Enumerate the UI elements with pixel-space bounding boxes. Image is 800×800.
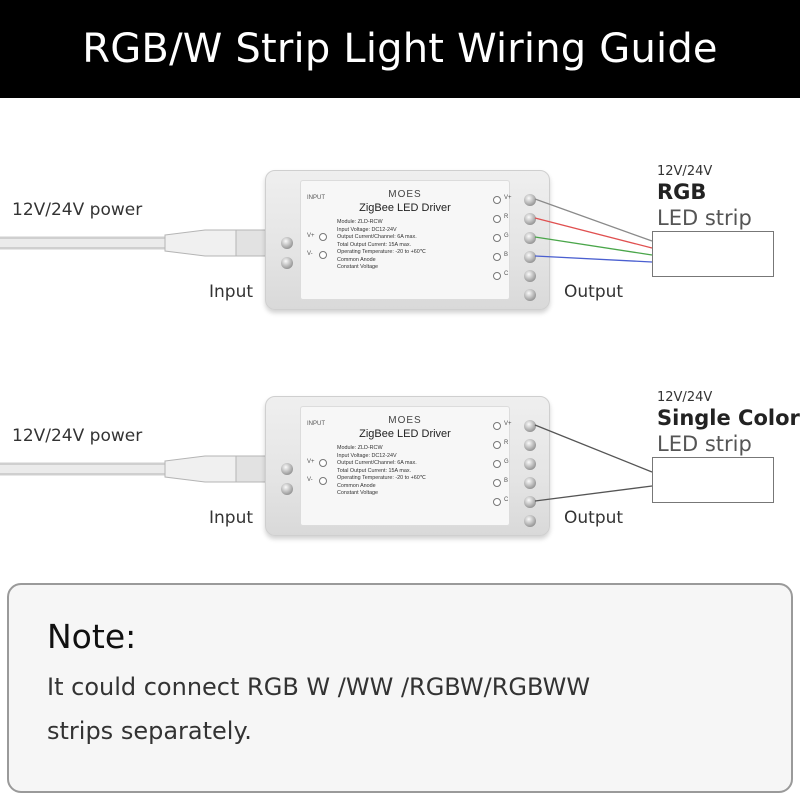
output-terminal	[524, 439, 536, 451]
pin-label: B	[504, 252, 509, 258]
output-terminal	[524, 515, 536, 527]
output-terminal	[524, 458, 536, 470]
strip-voltage: 12V/24V	[657, 390, 713, 405]
output-terminal	[524, 289, 536, 301]
pin-label: V+	[307, 233, 315, 239]
input-terminal	[281, 483, 293, 495]
power-cable	[0, 455, 271, 483]
strip-type-label: RGB	[657, 180, 707, 204]
pin-marker	[319, 477, 327, 485]
power-label: 12V/24V power	[12, 200, 143, 220]
power-cable	[0, 229, 271, 257]
input-label: Input	[209, 282, 254, 302]
input-tag: INPUT	[307, 421, 325, 427]
pin-label: V-	[307, 251, 313, 257]
output-wires	[534, 198, 653, 263]
output-label: Output	[564, 508, 624, 528]
pin-marker	[319, 459, 327, 467]
input-terminal	[281, 463, 293, 475]
pin-marker	[493, 215, 501, 223]
pin-marker	[493, 460, 501, 468]
pin-label: C	[504, 271, 509, 277]
note-card: Note: It could connect RGB W /WW /RGBW/R…	[7, 583, 793, 793]
pin-label: V+	[307, 459, 315, 465]
pin-label: G	[504, 233, 509, 239]
page-title: RGB/W Strip Light Wiring Guide	[82, 26, 718, 72]
output-terminal	[524, 420, 536, 432]
output-terminal	[524, 251, 536, 263]
output-terminal	[524, 477, 536, 489]
input-terminal	[281, 237, 293, 249]
brand-logo: MOES	[388, 189, 422, 200]
input-tag: INPUT	[307, 195, 325, 201]
note-text-line: It could connect RGB W /WW /RGBW/RGBWW	[47, 673, 591, 701]
output-terminal	[524, 213, 536, 225]
wire-red	[534, 217, 653, 249]
output-terminal	[524, 194, 536, 206]
pin-marker	[493, 253, 501, 261]
brand-logo: MOES	[388, 415, 422, 426]
wire-green	[534, 236, 653, 256]
output-terminal	[524, 496, 536, 508]
power-label: 12V/24V power	[12, 426, 143, 446]
output-wires	[534, 424, 653, 502]
pin-label: V+	[504, 195, 512, 201]
strip-word-label: LED strip	[657, 432, 752, 456]
strip-word-label: LED strip	[657, 206, 752, 230]
input-label: Input	[209, 508, 254, 528]
pin-marker	[493, 498, 501, 506]
pin-marker	[319, 233, 327, 241]
strip-voltage: 12V/24V	[657, 164, 713, 179]
pin-marker	[493, 234, 501, 242]
pin-label: G	[504, 459, 509, 465]
pin-label: V-	[307, 477, 313, 483]
input-terminal	[281, 257, 293, 269]
pin-marker	[493, 196, 501, 204]
pin-marker	[493, 441, 501, 449]
wire-negative	[534, 485, 653, 502]
note-title: Note:	[47, 617, 137, 656]
pin-marker	[493, 479, 501, 487]
note-text-line: strips separately.	[47, 717, 252, 745]
wire-common	[534, 198, 653, 242]
wiring-diagram-rgb: 12V/24V power MOES ZigBee LED Driver Mod…	[0, 150, 800, 350]
pin-label: C	[504, 497, 509, 503]
pin-marker	[493, 422, 501, 430]
pin-label: V+	[504, 421, 512, 427]
pin-label: R	[504, 214, 509, 220]
output-terminal	[524, 232, 536, 244]
wiring-diagram-single-color: 12V/24V power MOES ZigBee LED Driver Mod…	[0, 376, 800, 576]
rgb-led-strip	[652, 231, 774, 277]
output-terminal	[524, 270, 536, 282]
output-label: Output	[564, 282, 624, 302]
wire-positive	[534, 424, 653, 473]
pin-label: B	[504, 478, 509, 484]
driver-title: ZigBee LED Driver	[359, 428, 451, 440]
driver-title: ZigBee LED Driver	[359, 202, 451, 214]
single-color-led-strip	[652, 457, 774, 503]
pin-label: R	[504, 440, 509, 446]
wire-blue	[534, 255, 653, 263]
strip-type-label: Single Color	[657, 406, 800, 430]
pin-marker	[493, 272, 501, 280]
pin-marker	[319, 251, 327, 259]
header-banner: RGB/W Strip Light Wiring Guide	[0, 0, 800, 98]
